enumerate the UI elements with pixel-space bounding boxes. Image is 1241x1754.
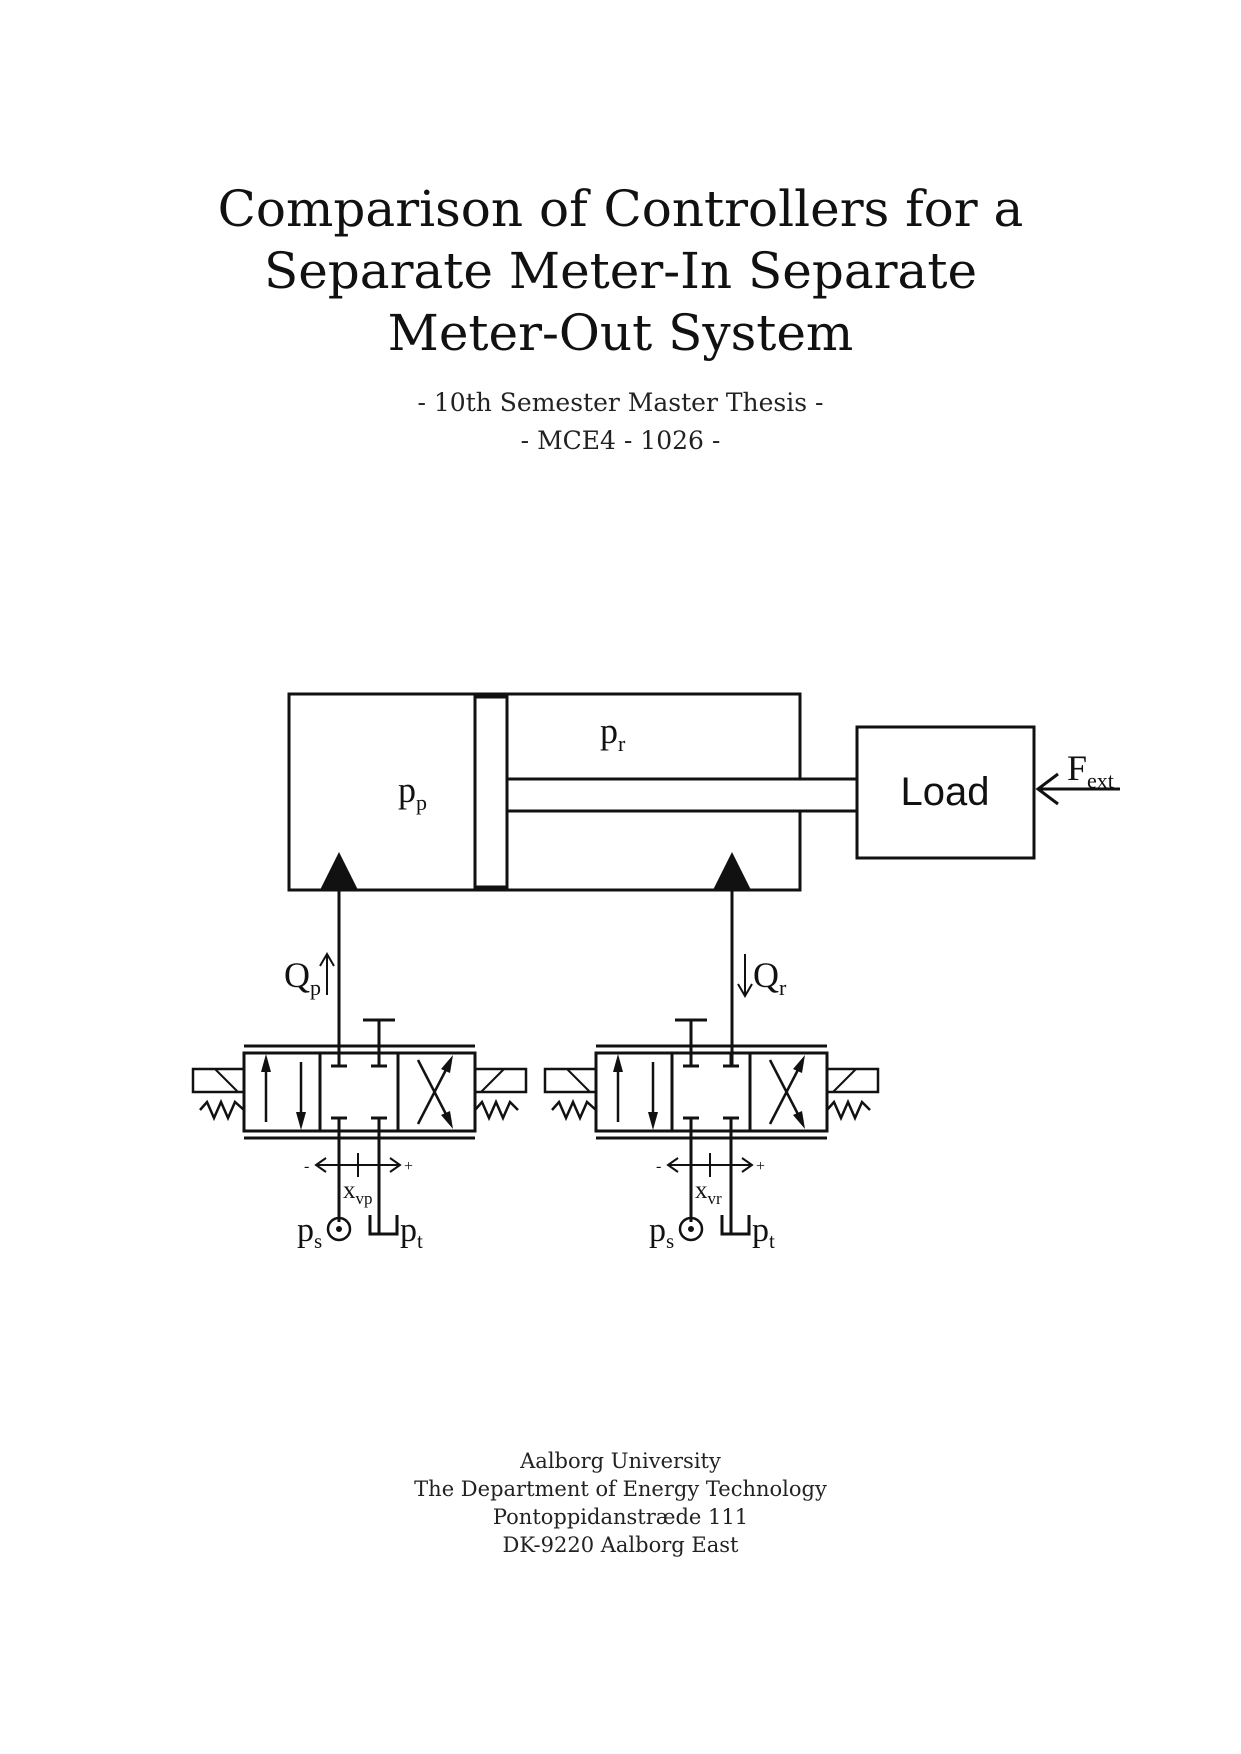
hydraulic-cylinder	[287, 692, 859, 892]
load-label: Load	[901, 770, 990, 814]
left-ps-label: ps	[297, 1212, 322, 1253]
title-line-3: Meter-Out System	[387, 304, 854, 362]
subtitle: - 10th Semester Master Thesis - - MCE4 -…	[0, 384, 1241, 460]
xvp-label: xvp	[343, 1177, 373, 1208]
pp-label: pp	[398, 770, 427, 815]
fext-arrowhead	[1035, 772, 1059, 806]
subtitle-line-1: - 10th Semester Master Thesis -	[417, 388, 824, 417]
left-valve-plus-label: +	[404, 1158, 413, 1175]
pr-label: pr	[600, 711, 626, 756]
port-r-triangle	[713, 852, 751, 890]
left-pt-label: pt	[400, 1212, 423, 1253]
qp-label: Qp	[284, 955, 321, 1000]
qr-label: Qr	[753, 955, 787, 1000]
load-box	[855, 725, 1036, 860]
footer-university: Aalborg University	[520, 1449, 721, 1473]
xvr-label: xvr	[695, 1177, 722, 1208]
subtitle-line-2: - MCE4 - 1026 -	[520, 426, 721, 455]
left-valve-minus-label: -	[304, 1158, 309, 1175]
right-valve-minus-label: -	[656, 1158, 661, 1175]
title-line-2: Separate Meter-In Separate	[263, 242, 978, 300]
footer-department: The Department of Energy Technology	[414, 1477, 827, 1501]
piston	[473, 695, 509, 889]
port-p-triangle	[320, 852, 358, 890]
footer-city: DK-9220 Aalborg East	[502, 1533, 739, 1557]
right-valve-plus-label: +	[756, 1158, 765, 1175]
piston-rod	[505, 777, 859, 813]
qp-flow-arrowhead	[319, 952, 335, 967]
right-pt-label: pt	[752, 1212, 775, 1253]
right-ps-label: ps	[649, 1212, 674, 1253]
cylinder-barrel	[287, 692, 802, 892]
page-title: Comparison of Controllers for a Separate…	[0, 178, 1241, 364]
left-proportional-valve	[191, 1018, 528, 1242]
footer-street: Pontoppidanstræde 111	[492, 1505, 749, 1529]
title-line-1: Comparison of Controllers for a	[217, 180, 1024, 238]
institution-address: Aalborg University The Department of Ene…	[0, 1447, 1241, 1559]
fext-label: Fext	[1067, 748, 1114, 793]
qr-flow-arrowhead	[737, 983, 753, 998]
right-proportional-valve	[543, 1018, 880, 1242]
